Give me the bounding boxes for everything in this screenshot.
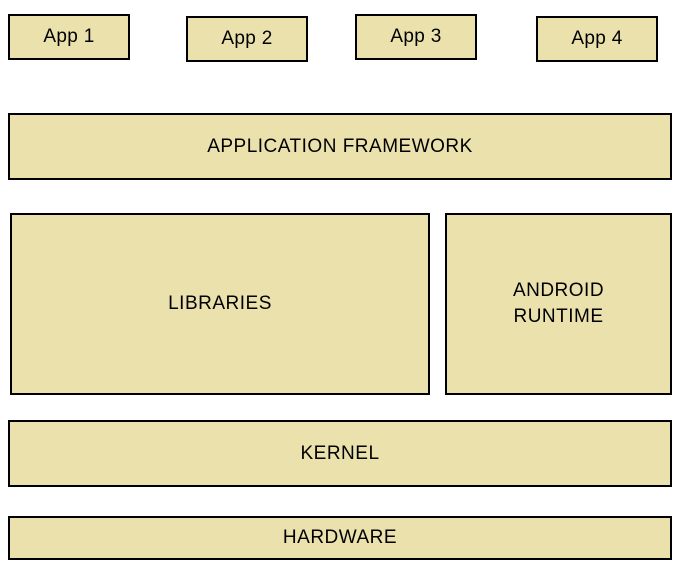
app-2-label: App 2 bbox=[221, 28, 273, 50]
app-4-label: App 4 bbox=[571, 28, 623, 50]
application-framework-label: APPLICATION FRAMEWORK bbox=[207, 135, 473, 157]
android-runtime-label: ANDROID RUNTIME bbox=[512, 280, 605, 327]
libraries-box: LIBRARIES bbox=[10, 213, 430, 395]
libraries-label: LIBRARIES bbox=[168, 293, 272, 315]
application-framework-box: APPLICATION FRAMEWORK bbox=[8, 113, 672, 180]
hardware-box: HARDWARE bbox=[8, 516, 672, 560]
kernel-label: KERNEL bbox=[300, 442, 380, 464]
app-1-label: App 1 bbox=[43, 26, 95, 48]
hardware-label: HARDWARE bbox=[282, 527, 398, 549]
app-2-box: App 2 bbox=[186, 16, 308, 62]
app-3-box: App 3 bbox=[355, 14, 477, 60]
app-3-label: App 3 bbox=[390, 26, 442, 48]
app-1-box: App 1 bbox=[8, 14, 130, 60]
app-4-box: App 4 bbox=[536, 16, 658, 62]
android-runtime-box: ANDROID RUNTIME bbox=[445, 213, 672, 395]
kernel-box: KERNEL bbox=[8, 420, 672, 487]
